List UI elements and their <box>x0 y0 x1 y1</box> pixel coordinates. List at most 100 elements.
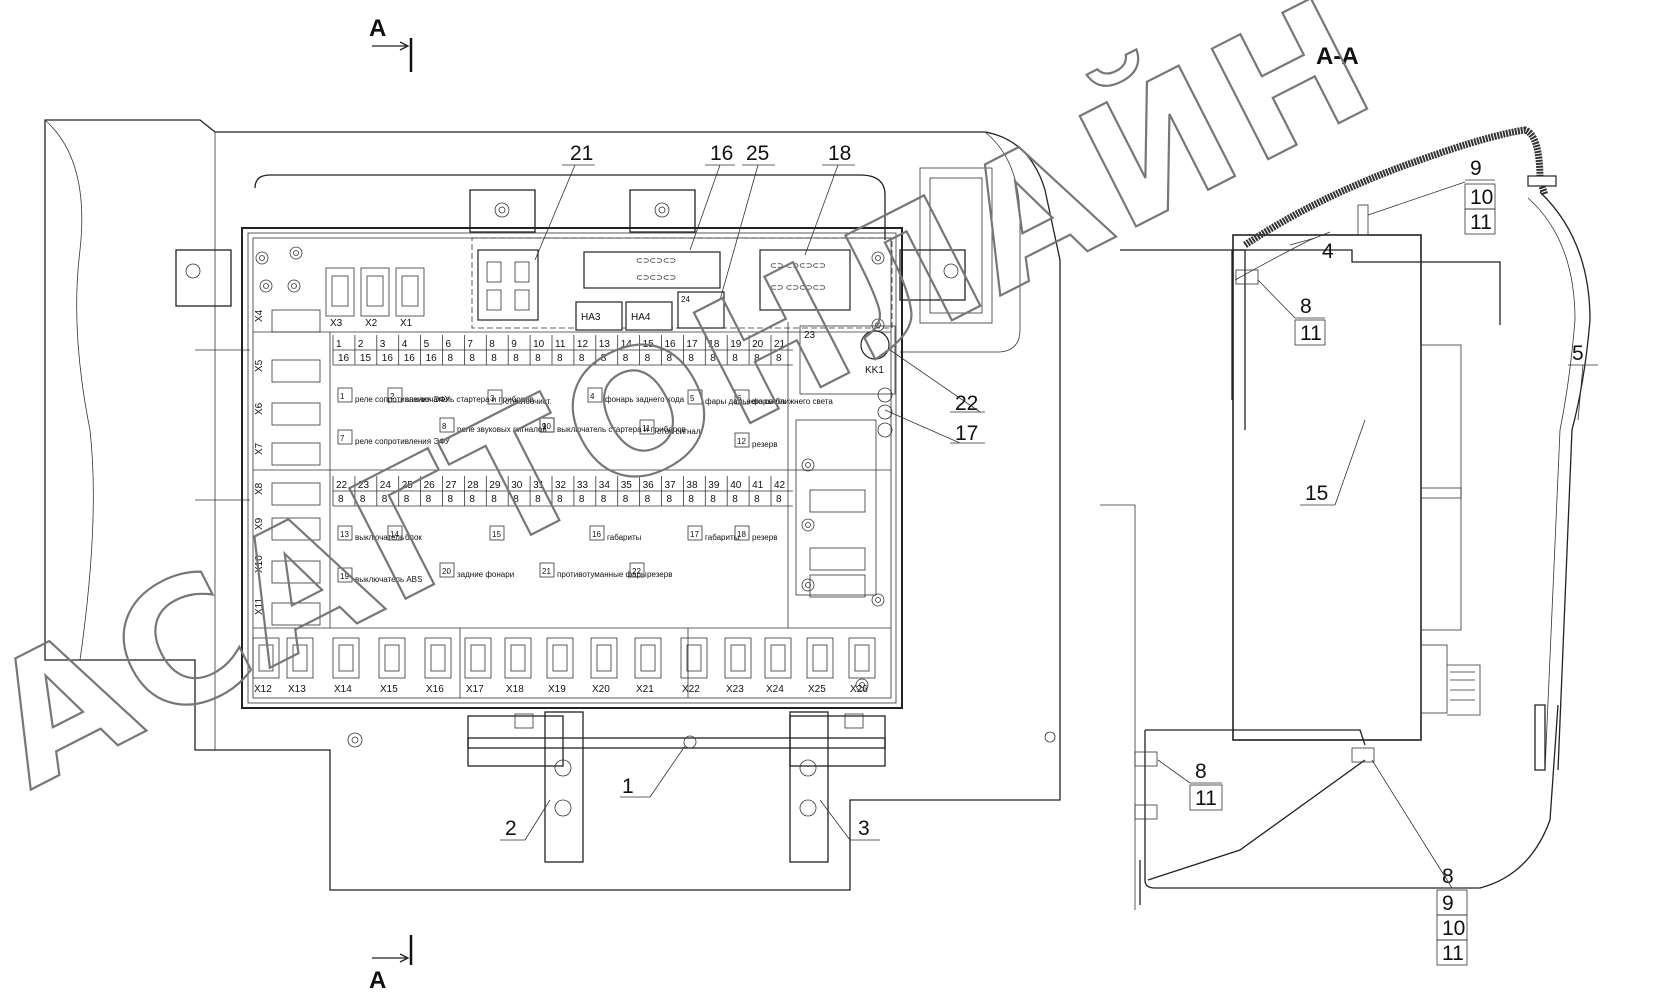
callouts-section: 15 4 5 9 10 11 8 11 8 11 8 9 10 11 <box>1157 157 1598 966</box>
stack1-9: 9 <box>1470 157 1482 180</box>
function-box-number: 7 <box>340 434 345 443</box>
function-box-number: 3 <box>490 394 495 403</box>
function-box-number: 22 <box>632 567 641 576</box>
fuse-number: 39 <box>708 480 720 491</box>
function-box-number: 16 <box>592 530 601 539</box>
section-view-title: A-A <box>1316 43 1359 70</box>
function-box-number: 9 <box>542 422 547 431</box>
fuse-rating: 8 <box>557 494 563 505</box>
fuse-rating: 8 <box>776 494 782 505</box>
fuse-rating: 8 <box>557 353 563 364</box>
connector-label: X23 <box>726 684 744 695</box>
fuse-number: 9 <box>511 339 517 350</box>
fuse-row-1: 1162153164165166878889810811812813814815… <box>332 335 793 366</box>
fuse-rating: 8 <box>382 494 388 505</box>
fuse-relay-box <box>241 227 903 709</box>
function-box-label: выключатель <box>355 533 404 542</box>
relay-ha4-label: HA4 <box>631 312 651 323</box>
connector-label: X5 <box>254 359 265 372</box>
fuse-rating: 8 <box>754 353 760 364</box>
fuse-rating: 8 <box>579 494 585 505</box>
connector-label: X8 <box>254 482 265 495</box>
connector-label: X13 <box>288 684 306 695</box>
stack2-8: 8 <box>1300 295 1312 318</box>
stack4-9: 9 <box>1442 892 1454 915</box>
side-relay-stack <box>795 419 877 598</box>
fuse-rating: 8 <box>535 494 541 505</box>
section-marker-bottom: A <box>369 935 413 994</box>
fuse-rating: 8 <box>645 494 651 505</box>
fuse-number: 20 <box>752 339 764 350</box>
function-box-label: реле сопротивления ЭФУ <box>355 437 451 446</box>
fuse-rating: 8 <box>579 353 585 364</box>
function-box-label: фары ближнего света <box>752 397 833 406</box>
fuse-rating: 8 <box>469 353 475 364</box>
section-letter-top: A <box>369 15 386 42</box>
function-box-label: стеклоочист. <box>505 397 552 406</box>
fuse-rating: 16 <box>382 353 394 364</box>
fuse-number: 7 <box>467 339 473 350</box>
fuse-rating: 8 <box>732 494 738 505</box>
fuse-rating: 8 <box>448 353 454 364</box>
fuse-number: 36 <box>643 480 655 491</box>
connector-label: X4 <box>254 309 265 322</box>
fuse-rating: 8 <box>645 353 651 364</box>
stack4-8: 8 <box>1442 865 1454 888</box>
fuse-rating: 16 <box>404 353 416 364</box>
callout-16: 16 <box>710 142 733 165</box>
connector-label: X7 <box>254 442 265 455</box>
fuse-rating: 15 <box>360 353 372 364</box>
fuse-number: 34 <box>599 480 611 491</box>
callout-1: 1 <box>622 775 634 798</box>
function-box-number: 1 <box>340 392 345 401</box>
stack3-8: 8 <box>1195 760 1207 783</box>
function-box-label: габариты <box>705 533 740 542</box>
callout-3: 3 <box>858 817 870 840</box>
fuse-rating: 8 <box>360 494 366 505</box>
fuse-rating: 8 <box>688 494 694 505</box>
connector-label: X2 <box>365 318 378 329</box>
relay-slot-23: 23 <box>804 330 816 341</box>
svg-text:⊂⊃⊂⊃⊂⊃: ⊂⊃⊂⊃⊂⊃ <box>636 273 676 282</box>
relay-slot-24: 24 <box>681 295 690 304</box>
function-box-number: 6 <box>737 394 742 403</box>
connector-label: X24 <box>766 684 784 695</box>
callout-22: 22 <box>955 392 978 415</box>
fuse-number: 16 <box>665 339 677 350</box>
connector-label: X3 <box>330 318 343 329</box>
fuse-rating: 8 <box>667 353 673 364</box>
function-box-label: выключатель ABS <box>355 575 422 584</box>
fuse-rating: 8 <box>623 494 629 505</box>
fuse-rating: 8 <box>623 353 629 364</box>
fuse-rating: 8 <box>776 353 782 364</box>
mounting-rail <box>467 735 886 749</box>
connector-label: X18 <box>506 684 524 695</box>
fuse-rating: 8 <box>667 494 673 505</box>
fuse-number: 22 <box>336 480 348 491</box>
function-box-label: реле сопротивления ЭФУ <box>355 395 451 404</box>
section-letter-bottom: A <box>369 967 386 994</box>
fuse-number: 12 <box>577 339 589 350</box>
fuse-number: 5 <box>424 339 430 350</box>
fuse-rating: 8 <box>513 353 519 364</box>
function-box-label: задние фонари <box>457 570 514 579</box>
function-box-number: 12 <box>737 437 746 446</box>
fuse-row-2: 2282382482582682782882983083183283383483… <box>332 476 793 507</box>
fuse-number: 25 <box>402 480 414 491</box>
fuse-number: 4 <box>402 339 408 350</box>
mounting-plate <box>175 174 966 307</box>
cabin-panel-outline <box>44 119 1061 891</box>
relay-modules: ⊂⊃⊂⊃⊂⊃ ⊂⊃⊂⊃⊂⊃ ⊂⊃ ⊂⊃⊂⊃⊂⊃ ⊂⊃ ⊂⊃⊂⊃⊂⊃ HA3 HA… <box>477 249 896 438</box>
connector-label: X11 <box>254 598 265 615</box>
callout-2: 2 <box>505 817 517 840</box>
function-box-number: 18 <box>737 530 746 539</box>
connector-label: X10 <box>254 555 265 573</box>
fuse-number: 2 <box>358 339 364 350</box>
fuse-rating: 8 <box>535 353 541 364</box>
fuse-number: 33 <box>577 480 589 491</box>
fuse-number: 3 <box>380 339 386 350</box>
function-box-label: габариты <box>607 533 642 542</box>
fuse-number: 18 <box>708 339 720 350</box>
svg-text:⊂⊃ ⊂⊃⊂⊃⊂⊃: ⊂⊃ ⊂⊃⊂⊃⊂⊃ <box>770 261 826 270</box>
